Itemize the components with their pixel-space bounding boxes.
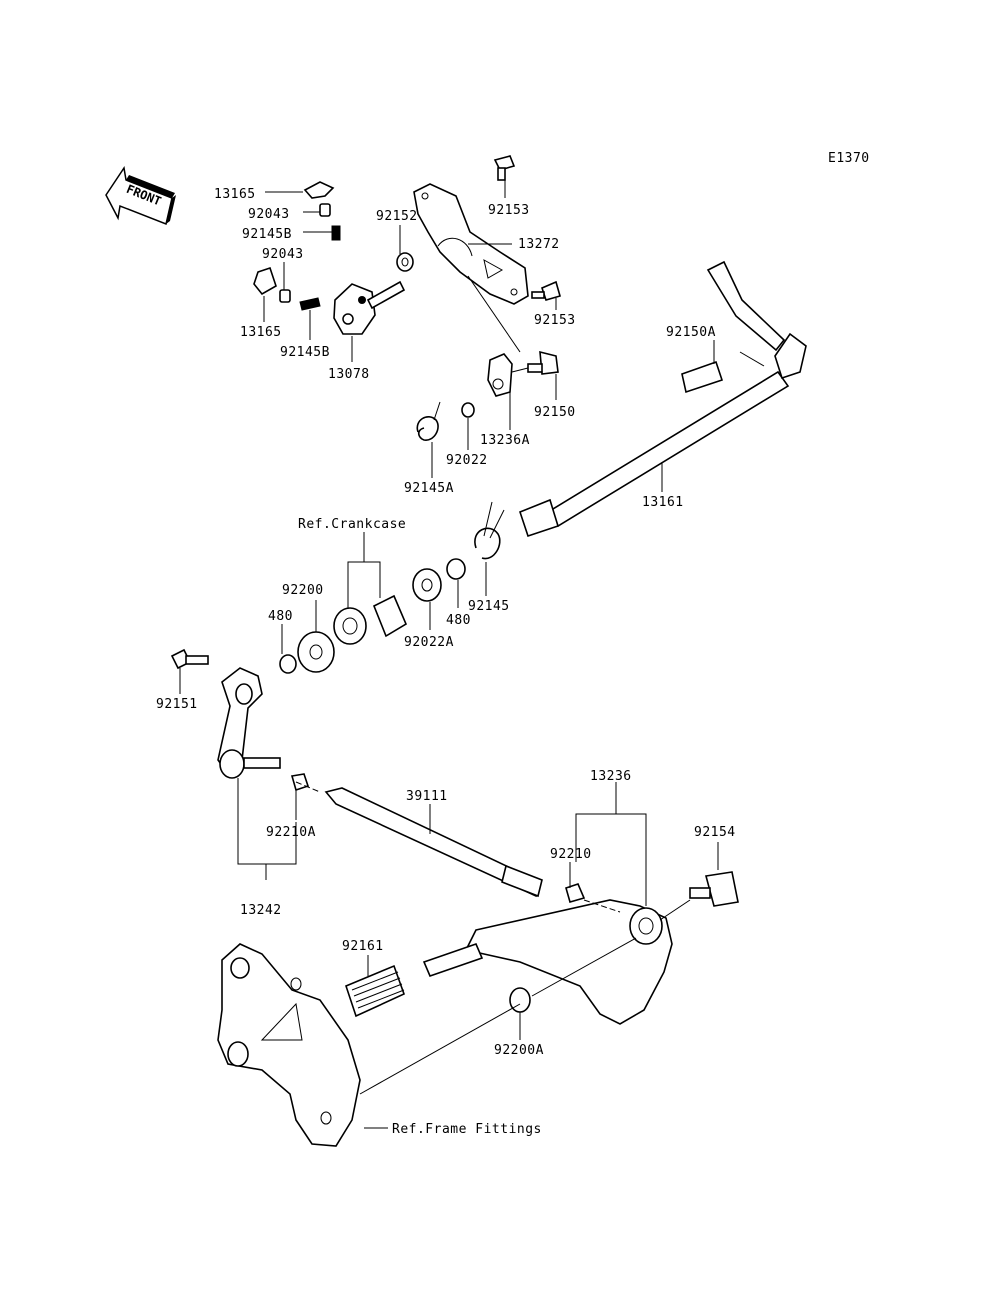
label-39111: 39111 [406, 789, 448, 804]
label-480-left: 480 [268, 609, 293, 624]
shift-mechanism-group [253, 155, 807, 674]
label-92200a: 92200A [494, 1043, 544, 1058]
label-92145: 92145 [468, 599, 510, 614]
label-92152: 92152 [376, 209, 418, 224]
label-92150a: 92150A [666, 325, 716, 340]
label-92153-top: 92153 [488, 203, 530, 218]
label-92150: 92150 [534, 405, 576, 420]
label-92043-low: 92043 [262, 247, 304, 262]
label-13242: 13242 [240, 903, 282, 918]
label-13078: 13078 [328, 367, 370, 382]
front-arrow-icon: FRONT [105, 166, 176, 226]
shift-linkage-group [170, 648, 586, 903]
label-92153-low: 92153 [534, 313, 576, 328]
label-13165-low: 13165 [240, 325, 282, 340]
label-92151: 92151 [156, 697, 198, 712]
label-13236a: 13236A [480, 433, 530, 448]
label-92210a: 92210A [266, 825, 316, 840]
diagram-code: E1370 [828, 151, 870, 166]
label-92145b-top: 92145B [242, 227, 292, 242]
label-13272: 13272 [518, 237, 560, 252]
label-92161: 92161 [342, 939, 384, 954]
leader-lines [179, 180, 765, 1129]
shift-pedal-group [217, 871, 739, 1147]
label-13236: 13236 [590, 769, 632, 784]
ref-crankcase-label: Ref.Crankcase [298, 517, 406, 532]
label-92154: 92154 [694, 825, 736, 840]
label-92022a: 92022A [404, 635, 454, 650]
label-92145a: 92145A [404, 481, 454, 496]
label-13165-top: 13165 [214, 187, 256, 202]
label-92043-top: 92043 [248, 207, 290, 222]
ref-frame-fittings-label: Ref.Frame Fittings [392, 1122, 542, 1137]
label-480-right: 480 [446, 613, 471, 628]
label-13161: 13161 [642, 495, 684, 510]
label-92145b-low: 92145B [280, 345, 330, 360]
label-92210: 92210 [550, 847, 592, 862]
part-labels: 13165 92043 92145B 92043 13165 92145B 13… [156, 187, 736, 1137]
label-92200: 92200 [282, 583, 324, 598]
label-92022: 92022 [446, 453, 488, 468]
